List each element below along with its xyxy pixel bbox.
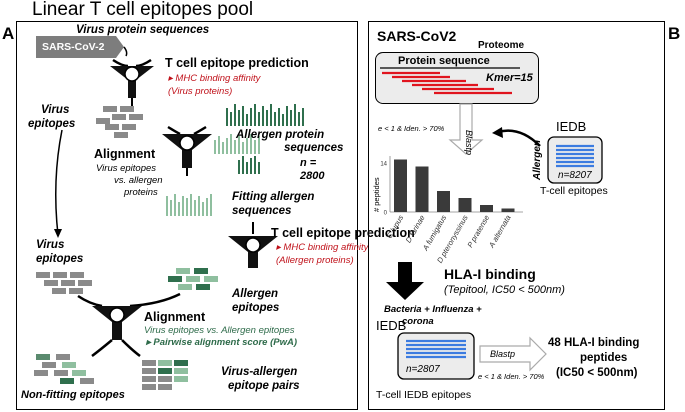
tcell-bottom: T-cell IEDB epitopes (376, 389, 472, 401)
hla-detail: (Tepitool, IC50 < 500nm) (444, 284, 565, 296)
result-line2: peptides (580, 352, 628, 364)
panel-b (368, 21, 665, 410)
chart-ytick-label: 0 (384, 211, 388, 217)
n-label: n = (300, 157, 317, 169)
chart-ylabel: # peptides (372, 177, 381, 212)
epitope-pair-blocks (142, 360, 188, 390)
iedb-top-label: IEDB (556, 119, 587, 134)
source-tag-label: SARS-CoV-2 (42, 41, 105, 53)
virus-epitopes-left-line1: Virus (41, 104, 70, 116)
n-bottom: n=2807 (406, 364, 440, 375)
kmer-label: Kmer=15 (486, 72, 533, 84)
chart-bar (480, 205, 493, 212)
chart-ytick-label: 14 (380, 162, 387, 168)
n-top: n=8207 (558, 170, 592, 181)
step1-detail-line2: (Virus proteins) (168, 86, 233, 97)
step3-detail-line2: (Allergen proteins) (276, 255, 354, 266)
blastp-bottom-arrow (479, 336, 547, 372)
allergen-protein-line1: Allergen protein (236, 129, 325, 141)
allergen-epitopes-line2: epitopes (232, 302, 280, 314)
funnel-1-icon (110, 58, 154, 106)
virus-epitope-blocks-1 (96, 106, 143, 138)
step2-title: Alignment (94, 147, 156, 161)
funnel-4-icon (77, 292, 181, 357)
chart-bar (458, 198, 472, 212)
step3-detail-line1: ▸ MHC binding affinity (276, 242, 369, 253)
blastp-top: Blastp (464, 130, 474, 156)
virus-epitopes-arrow (55, 129, 63, 236)
step3-title: T cell epitope prediction (271, 226, 415, 240)
chart-bar (501, 208, 515, 212)
virus-protein-sequences-label: Virus protein sequences (76, 24, 210, 36)
result-line1: 48 HLA-I binding (548, 337, 640, 349)
protein-sequence-label: Protein sequence (398, 55, 490, 67)
fitting-allergen-line2: sequences (232, 205, 292, 217)
kmer-lines (382, 71, 512, 95)
allergen-protein-line2: sequences (284, 142, 344, 154)
step4-detail-line1: Virus epitopes vs. Allergen epitopes (144, 325, 295, 336)
iedb-top-lines (556, 144, 594, 168)
fitting-allergen-line1: Fitting allergen (232, 191, 315, 203)
allergen-sequence-bars-2 (238, 156, 260, 174)
chart-category-label: D farinae (404, 214, 427, 245)
tcell-top: T-cell epitopes (540, 185, 608, 197)
chart-bar (415, 166, 429, 212)
filter-bottom: e < 1 & Iden. > 70% (478, 372, 545, 381)
step1-detail-line1: ▸ MHC binding affinity (168, 73, 261, 84)
tag-arrow (123, 46, 128, 57)
non-fitting-label: Non-fitting epitopes (21, 389, 125, 401)
proteome-label: Proteome (478, 40, 525, 51)
page-title: Linear T cell epitopes pool (32, 0, 254, 20)
step1-title: T cell epitope prediction (165, 56, 309, 70)
iedb-top-box (547, 136, 603, 184)
chart-bar (437, 191, 450, 212)
allergen-sequence-bars-light (214, 134, 260, 154)
allergen-epitope-blocks (168, 268, 218, 290)
funnel-3-icon (228, 222, 278, 268)
panel-b-title: SARS-CoV2 (377, 28, 457, 44)
filter-top: e < 1 & Iden. > 70% (378, 124, 445, 133)
non-fitting-blocks (34, 354, 94, 384)
virus-epitopes-left-line2: epitopes (28, 118, 76, 130)
pairs-line1: Virus-allergen (221, 366, 298, 378)
allergen-epitopes-line1: Allergen (232, 288, 279, 300)
allergen-sequence-bars (226, 104, 304, 126)
step4-detail-line2: ▸ Pairwise alignment score (PwA) (146, 337, 298, 348)
funnel-2-icon (162, 125, 212, 176)
chart-category-label: C lupus (385, 213, 406, 240)
iedb-bottom-lines (406, 339, 466, 359)
n-value: 2800 (300, 170, 325, 182)
virus-epitopes-lower-line2: epitopes (36, 253, 84, 265)
virus-epitopes-lower-line1: Virus (36, 239, 65, 251)
step2-detail-line3: proteins (124, 187, 158, 198)
panel-a-letter: A (2, 24, 15, 43)
blastp-bottom: Blastp (490, 349, 516, 359)
hla-down-arrow (386, 262, 424, 300)
blastp-top-arrow (448, 103, 484, 155)
chart-bar (394, 159, 407, 212)
allergen-vertical-label: Allergen (532, 139, 543, 180)
step2-detail-line2: vs. allergen (114, 175, 163, 186)
virus-epitope-blocks-2 (36, 272, 92, 294)
result-line3: (IC50 < 500nm) (556, 367, 638, 379)
panel-a (16, 21, 358, 410)
step4-title: Alignment (144, 310, 206, 324)
pairs-line2: epitope pairs (228, 380, 300, 392)
hla-title: HLA-I binding (444, 266, 536, 282)
step2-detail-line1: Virus epitopes (96, 163, 157, 174)
source-tag-shape (36, 36, 124, 58)
bacteria-line2: corona (402, 316, 434, 327)
iedb-bottom-label: IEDB (376, 318, 407, 333)
panel-b-letter: B (668, 24, 681, 43)
bacteria-line1: Bacteria + Influenza + (384, 304, 482, 315)
fitting-allergen-bars (166, 194, 212, 216)
